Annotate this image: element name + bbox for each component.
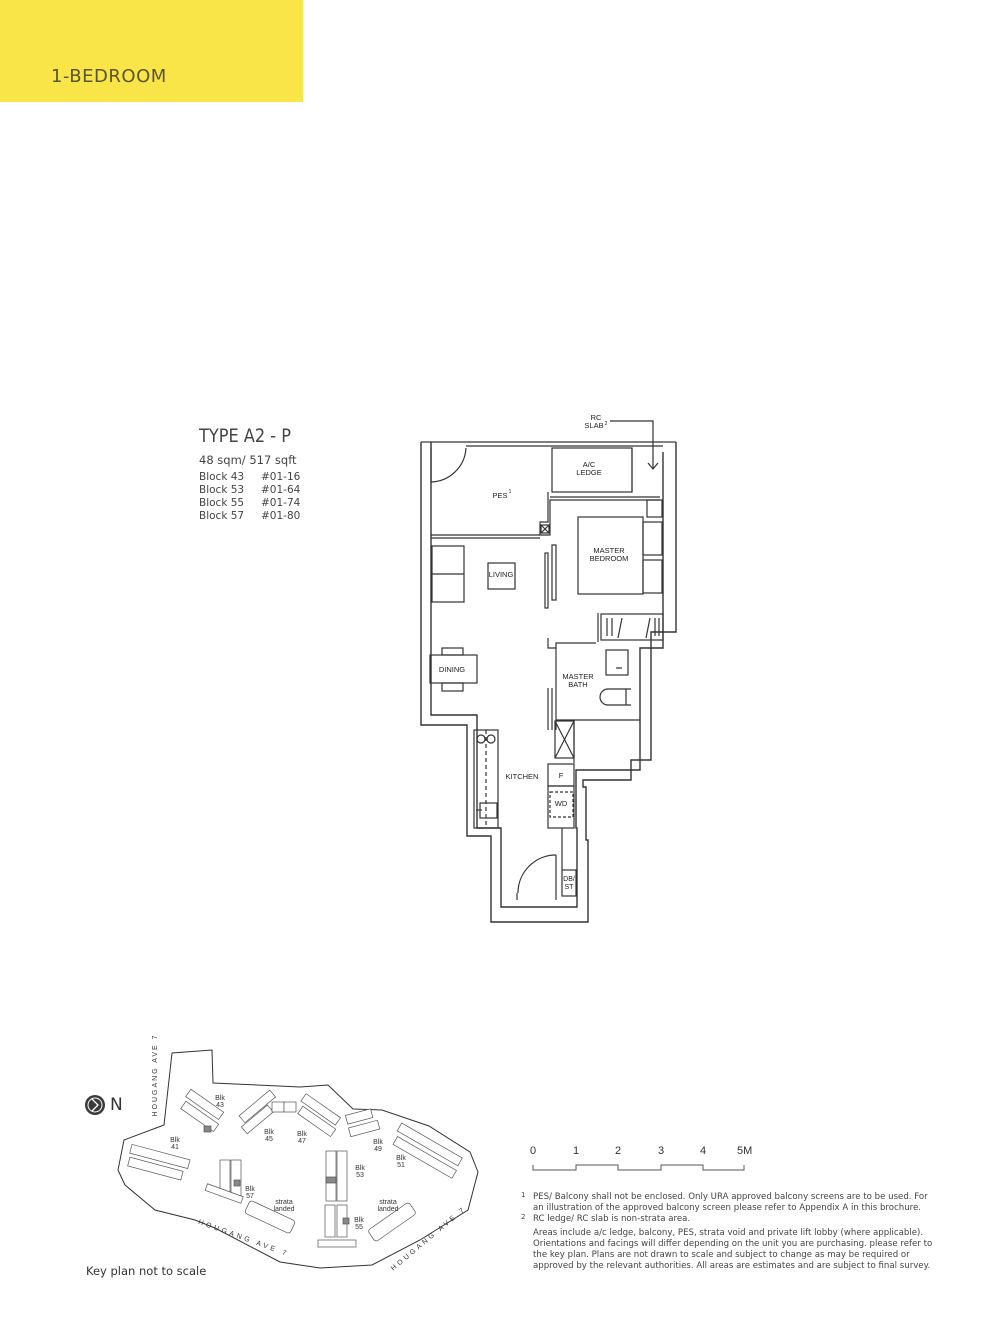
category-label: 1-BEDROOM <box>51 66 167 87</box>
db-st-label: DB/ <box>563 876 575 883</box>
key-plan-block-47-no: 47 <box>298 1138 306 1145</box>
key-plan-block-55: Blk <box>354 1217 364 1224</box>
north-label: N <box>110 1095 123 1115</box>
unit-area: 48 sqm/ 517 sqft <box>199 453 297 467</box>
scale-bar: 0 1 2 3 4 5M <box>525 1145 765 1175</box>
ac-ledge-label-2: LEDGE <box>576 468 601 477</box>
north-indicator: N <box>84 1094 123 1116</box>
kitchen-label: KITCHEN <box>506 772 539 781</box>
scale-tick-5: 5M <box>737 1145 753 1157</box>
key-plan-block-41: Blk <box>170 1137 180 1144</box>
key-plan-block-43: Blk <box>215 1095 225 1102</box>
master-bath-label-2: BATH <box>568 680 587 689</box>
rc-slab-label-2: SLAB <box>584 421 603 430</box>
footnotes: 1 PES/ Balcony shall not be enclosed. On… <box>521 1191 941 1272</box>
key-plan-block-53: Blk <box>355 1165 365 1172</box>
key-plan-note: Key plan not to scale <box>86 1264 207 1278</box>
key-plan-block-57: Blk <box>245 1186 255 1193</box>
general-note-text: Areas include a/c ledge, balcony, PES, s… <box>533 1228 933 1271</box>
master-bedroom-label-2: BEDROOM <box>590 554 629 563</box>
unit-info: TYPE A2 - P 48 sqm/ 517 sqft Block 43 #0… <box>199 425 307 523</box>
key-plan-block-41-no: 41 <box>171 1144 179 1151</box>
pes-sup: 1 <box>509 489 512 495</box>
key-plan-block-45-no: 45 <box>265 1136 273 1143</box>
rc-slab-sup: 2 <box>605 421 608 427</box>
unit-list-item: Block 43 #01-16 <box>199 471 307 484</box>
footnote-text: RC ledge/ RC slab is non-strata area. <box>533 1214 691 1224</box>
scale-tick-4: 4 <box>700 1145 707 1157</box>
footnote-marker: 1 <box>521 1191 526 1199</box>
unit-list-item: Block 57 #01-80 <box>199 510 307 523</box>
fridge-label: F <box>559 771 564 780</box>
strata-landed-label-east-2: landed <box>377 1206 398 1213</box>
unit-block: Block 43 <box>199 471 245 483</box>
unit-number: #01-80 <box>261 510 301 522</box>
strata-landed-label: strata <box>275 1199 293 1206</box>
rc-slab-label: RC <box>591 413 602 422</box>
unit-type-title: TYPE A2 - P <box>199 425 291 447</box>
key-plan-block-53-no: 53 <box>356 1172 364 1179</box>
unit-block: Block 55 <box>199 497 245 509</box>
unit-block: Block 53 <box>199 484 245 496</box>
category-banner: 1-BEDROOM <box>0 0 303 102</box>
key-plan-block-55-no: 55 <box>355 1224 363 1231</box>
strata-landed-label-east: strata <box>379 1199 397 1206</box>
footnote-marker: 2 <box>521 1213 526 1221</box>
scale-bar-line <box>532 1164 745 1171</box>
scale-tick-0: 0 <box>530 1145 537 1157</box>
key-plan-block-43-no: 43 <box>216 1102 224 1109</box>
key-plan-block-45: Blk <box>264 1129 274 1136</box>
key-plan-block-51-no: 51 <box>397 1162 405 1169</box>
scale-tick-1: 1 <box>573 1145 580 1157</box>
footnote-text: PES/ Balcony shall not be enclosed. Only… <box>533 1192 928 1213</box>
key-plan-block-51: Blk <box>396 1155 406 1162</box>
strata-landed-label-2: landed <box>273 1206 294 1213</box>
key-plan: Blk 43 Blk 41 Blk 45 Blk 47 Blk 49 Blk 5… <box>75 1030 515 1290</box>
pes-label: PES <box>492 491 507 500</box>
master-bath-label: MASTER <box>562 672 594 681</box>
ac-ledge-label: A/C <box>583 460 596 469</box>
unit-list-item: Block 55 #01-74 <box>199 497 307 510</box>
key-plan-block-57-no: 57 <box>246 1193 254 1200</box>
floor-plan: RC SLAB 2 A/C LEDGE PES 1 LIVING MASTER … <box>410 405 690 930</box>
footnote: 2 RC ledge/ RC slab is non-strata area. <box>521 1213 941 1225</box>
road-label-west: HOUGANG AVE 7 <box>152 1033 159 1116</box>
living-label: LIVING <box>489 570 514 579</box>
scale-tick-2: 2 <box>615 1145 622 1157</box>
general-note: Areas include a/c ledge, balcony, PES, s… <box>521 1228 941 1272</box>
master-bedroom-label: MASTER <box>593 546 625 555</box>
key-plan-block-49-no: 49 <box>374 1146 382 1153</box>
unit-number: #01-16 <box>261 471 301 483</box>
db-st-label-2: ST <box>565 884 575 891</box>
dining-label: DINING <box>439 665 465 674</box>
unit-number: #01-74 <box>261 497 301 509</box>
footnote: 1 PES/ Balcony shall not be enclosed. On… <box>521 1191 941 1214</box>
key-plan-block-49: Blk <box>373 1139 383 1146</box>
north-arrow-icon <box>85 1095 105 1115</box>
unit-list-item: Block 53 #01-64 <box>199 484 307 497</box>
unit-number: #01-64 <box>261 484 301 496</box>
key-plan-block-47: Blk <box>297 1131 307 1138</box>
scale-tick-3: 3 <box>658 1145 665 1157</box>
washer-dryer-label: WD <box>555 799 568 808</box>
unit-block: Block 57 <box>199 510 245 522</box>
